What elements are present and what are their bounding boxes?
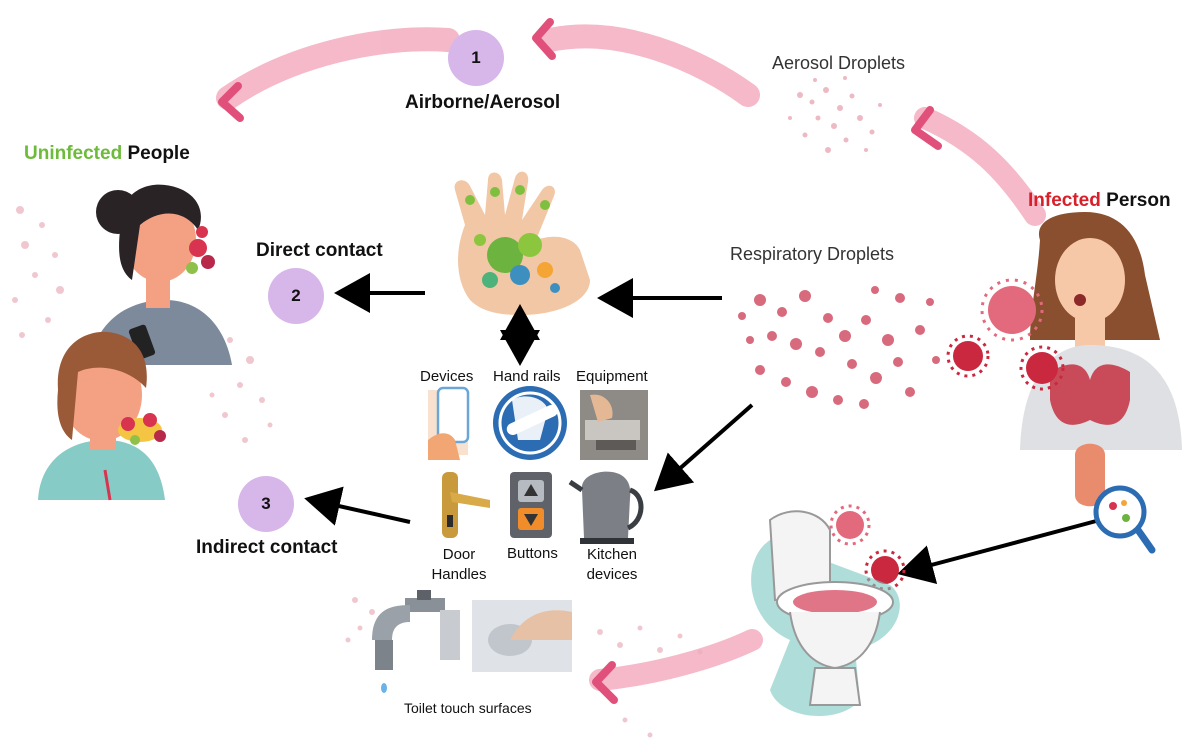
kitchen-devices-line1: Kitchen <box>586 546 638 563</box>
route-circle-direct: 2 <box>268 268 324 324</box>
left-droplet-cluster <box>12 206 273 443</box>
chevron-icon <box>592 661 618 704</box>
band-top-left <box>216 27 460 110</box>
route-circle-airborne: 1 <box>448 30 504 86</box>
flow-chevrons <box>218 18 942 704</box>
chevron-icon <box>218 82 244 122</box>
equipment-label: Equipment <box>576 368 648 385</box>
toilet-flush-photo-icon <box>472 600 572 672</box>
transmission-arrows <box>304 273 1101 585</box>
arrow-droplets-to-surfaces <box>653 403 754 492</box>
arrow-gut-to-toilet <box>897 518 1101 585</box>
chevron-icon <box>911 106 942 150</box>
hand-rail-icon <box>493 386 567 460</box>
uninfected-girl-eating <box>38 331 166 501</box>
kitchen-devices-label: Kitchen devices <box>580 545 644 585</box>
person-word: Person <box>1106 190 1171 211</box>
people-word: People <box>127 143 190 164</box>
door-handle-icon <box>442 472 490 538</box>
contaminated-hand-icon <box>454 171 590 315</box>
uninfected-word: Uninfected <box>24 143 123 164</box>
virus-icon <box>864 549 906 591</box>
pink-flow-bands <box>216 24 1046 691</box>
devices-label: Devices <box>420 368 474 385</box>
infected-woman <box>1020 212 1182 554</box>
door-handles-line1: Door <box>442 546 476 563</box>
virus-icon <box>1019 345 1065 391</box>
elevator-buttons-icon <box>510 472 552 538</box>
route-circle-indirect: 3 <box>238 476 294 532</box>
toilet-icon <box>751 510 900 717</box>
infected-word: Infected <box>1028 190 1101 211</box>
uninfected-people-label: Uninfected People <box>24 143 190 165</box>
aerosol-droplet-cluster <box>788 76 882 153</box>
route-label-airborne: Airborne/Aerosol <box>405 92 561 113</box>
route-label-indirect: Indirect contact <box>196 537 338 558</box>
chevron-icon <box>532 18 556 60</box>
kettle-icon <box>568 471 644 544</box>
equipment-photo-icon <box>580 390 648 460</box>
arrow-surfaces-to-indirect <box>304 486 411 526</box>
infected-person-label: Infected Person <box>1028 190 1171 212</box>
door-handles-label: Door Handles <box>424 545 494 585</box>
band-bottom <box>589 629 763 691</box>
toilet-touch-surfaces-label: Toilet touch surfaces <box>404 700 532 716</box>
door-handles-line2: Handles <box>431 566 487 583</box>
buttons-label: Buttons <box>507 545 558 562</box>
respiratory-droplets-label: Respiratory Droplets <box>730 244 895 264</box>
virus-icon <box>946 334 990 378</box>
band-top-right <box>538 24 760 107</box>
virus-icon <box>829 504 871 546</box>
respiratory-droplet-cluster <box>738 286 940 409</box>
tap-faucet-icon <box>372 590 460 693</box>
band-right <box>914 107 1046 226</box>
virus-icon <box>980 278 1044 342</box>
hand-rails-label: Hand rails <box>493 368 561 385</box>
aerosol-droplets-label: Aerosol Droplets <box>772 53 906 73</box>
route-label-direct: Direct contact <box>256 240 383 261</box>
bottom-droplet-cluster <box>345 597 703 738</box>
kitchen-devices-line2: devices <box>586 566 638 583</box>
phone-device-icon <box>428 386 470 460</box>
